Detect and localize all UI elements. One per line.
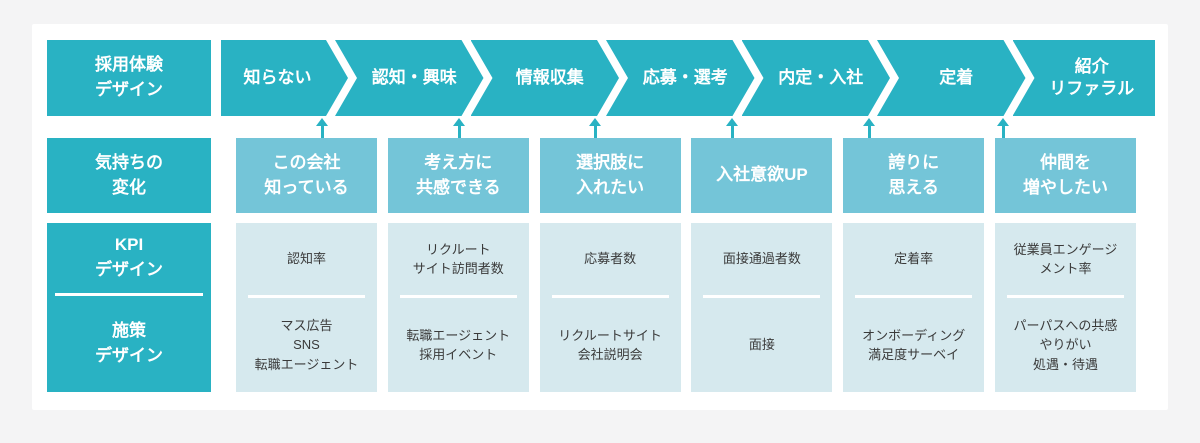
kpi-measures-row: 認知率 マス広告 SNS 転職エージェント リクルート サイト訪問者数 転職エー… <box>236 223 1136 392</box>
journey-stage-3: 情報収集 <box>471 40 620 116</box>
arrow-head <box>863 118 875 126</box>
journey-stage-6: 定着 <box>877 40 1026 116</box>
row-header-kpi-and-measures: KPI デザイン 施策 デザイン <box>47 223 211 392</box>
cell-divider-line <box>247 295 365 298</box>
kpi-label: 応募者数 <box>584 251 637 267</box>
cell-divider-line <box>703 295 821 298</box>
feeling-box-1: この会社 知っている <box>236 138 377 213</box>
feeling-box-5: 誇りに 思える <box>843 138 985 213</box>
journey-stage-4: 応募・選考 <box>606 40 755 116</box>
feeling-box-2: 考え方に 共感できる <box>387 138 529 213</box>
feeling-box-3: 選択肢に 入れたい <box>539 138 681 213</box>
measure-label: マス広告 SNS 転職エージェント <box>254 317 359 372</box>
diagram-canvas: 採用体験 デザイン 気持ちの 変化 KPI デザイン 施策 デザイン 知らない … <box>32 24 1168 410</box>
arrow-stem <box>593 126 597 138</box>
journey-stage-1: 知らない <box>221 40 348 116</box>
up-arrow-icon <box>863 118 875 138</box>
kpi-cell-5: 定着率 オンボーディング 満足度サーベイ <box>843 223 985 392</box>
journey-stage-5: 内定・入社 <box>742 40 891 116</box>
kpi-label: 定着率 <box>894 251 934 267</box>
kpi-cell-2: リクルート サイト訪問者数 転職エージェント 採用イベント <box>387 223 529 392</box>
cell-divider-line <box>551 295 669 298</box>
row-header-feelings-change: 気持ちの 変化 <box>47 138 211 213</box>
measure-label: オンボーディング 満足度サーベイ <box>862 327 966 363</box>
arrow-head <box>726 118 738 126</box>
cell-divider-line <box>1006 295 1124 298</box>
measure-label: パーパスへの共感 やりがい 処遇・待遇 <box>1013 317 1118 372</box>
feeling-box-6: 仲間を 増やしたい <box>994 138 1136 213</box>
kpi-cell-1: 認知率 マス広告 SNS 転職エージェント <box>236 223 377 392</box>
arrow-head <box>453 118 465 126</box>
journey-stage-7: 紹介 リファラル <box>1012 40 1155 116</box>
row-header-kpi-design: KPI デザイン <box>95 235 163 279</box>
up-arrow-icon <box>316 118 328 138</box>
up-arrow-icon <box>726 118 738 138</box>
kpi-label: 従業員エンゲージ メント率 <box>1013 241 1118 277</box>
feelings-row: この会社 知っている 考え方に 共感できる 選択肢に 入れたい 入社意欲UP 誇… <box>236 138 1136 213</box>
cell-divider-line <box>855 295 973 298</box>
arrow-head <box>589 118 601 126</box>
journey-stage-row: 知らない 認知・興味 情報収集 応募・選考 内定・入社 定着 紹介 リファラル <box>221 40 1155 116</box>
arrow-stem <box>730 126 734 138</box>
kpi-cell-3: 応募者数 リクルートサイト 会社説明会 <box>539 223 681 392</box>
row-header-measures-design: 施策 デザイン <box>95 321 163 365</box>
measure-label: 面接 <box>748 337 775 353</box>
measure-label: リクルートサイト 会社説明会 <box>558 327 662 363</box>
arrow-head <box>997 118 1009 126</box>
up-arrow-icon <box>453 118 465 138</box>
arrow-stem <box>457 126 461 138</box>
kpi-label: 認知率 <box>286 251 326 267</box>
cell-divider-line <box>399 295 517 298</box>
up-arrow-icon <box>589 118 601 138</box>
up-arrow-icon <box>997 118 1009 138</box>
measure-label: 転職エージェント 採用イベント <box>406 327 511 363</box>
journey-stage-2: 認知・興味 <box>335 40 484 116</box>
kpi-label: リクルート サイト訪問者数 <box>412 241 504 277</box>
kpi-label: 面接通過者数 <box>722 251 801 267</box>
kpi-cell-6: 従業員エンゲージ メント率 パーパスへの共感 やりがい 処遇・待遇 <box>994 223 1136 392</box>
arrow-head <box>316 118 328 126</box>
kpi-cell-4: 面接通過者数 面接 <box>691 223 833 392</box>
arrow-stem <box>1001 126 1005 138</box>
arrow-stem <box>867 126 871 138</box>
row-header-journey-design: 採用体験 デザイン <box>47 40 211 116</box>
arrow-stem <box>320 126 324 138</box>
header-divider-line <box>55 293 203 296</box>
feeling-box-4: 入社意欲UP <box>691 138 833 213</box>
